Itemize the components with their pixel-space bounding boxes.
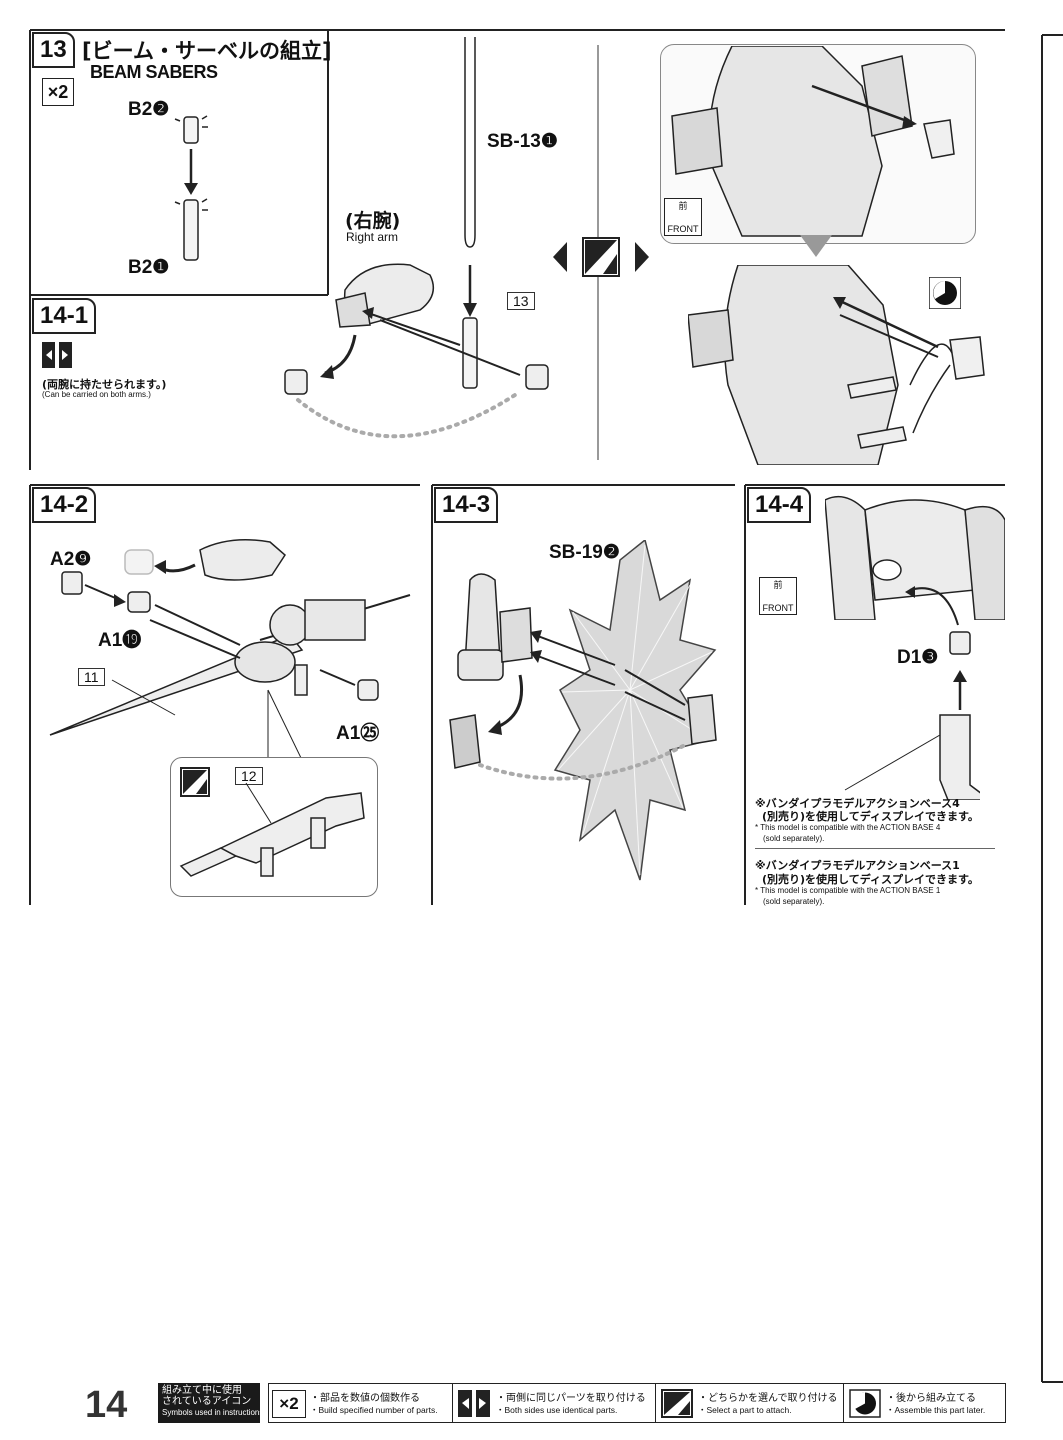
legend-box bbox=[268, 1383, 1006, 1423]
down-triangle-icon bbox=[800, 235, 832, 257]
action-base4-note-en1: * This model is compatible with the ACTI… bbox=[755, 823, 941, 832]
legend-item-3-en: ・Select a part to attach. bbox=[698, 1405, 792, 1415]
step-13-title-jp: [ビーム・サーベルの組立] bbox=[82, 39, 332, 63]
part-label-sb13: SB-13❶ bbox=[487, 131, 558, 152]
select-part-icon-small bbox=[180, 767, 210, 797]
shield-assembly-diagram bbox=[449, 540, 717, 881]
legend-divider-1 bbox=[452, 1383, 453, 1423]
multiplier-text: ×2 bbox=[47, 82, 69, 102]
part-label-b2-1: B2❶ bbox=[128, 257, 170, 278]
part-box-12: 12 bbox=[235, 767, 263, 785]
action-base1-note-jp2: (別売り)を使用してディスプレイできます。 bbox=[762, 873, 979, 886]
part-label-b2-2: B2❷ bbox=[128, 99, 170, 120]
front-icon-bottom-en: FRONT bbox=[762, 603, 794, 613]
front-icon-top-en: FRONT bbox=[667, 224, 699, 234]
legend-item-1: ・部品を数値の個数作る ・Build specified number of p… bbox=[310, 1389, 438, 1416]
legend-header-jp2: されているアイコン bbox=[162, 1396, 252, 1407]
part-box-11: 11 bbox=[78, 668, 105, 686]
legend-item-1-en: ・Build specified number of parts. bbox=[310, 1405, 438, 1415]
part-label-a1-19: A1⓳ bbox=[98, 630, 142, 651]
step-13-title-en: BEAM SABERS bbox=[90, 62, 218, 82]
legend-divider-2 bbox=[655, 1383, 656, 1423]
legend-header: 組み立て中に使用 されているアイコン Symbols used in instr… bbox=[158, 1383, 264, 1423]
legend-item-3-jp: ・どちらかを選んで取り付ける bbox=[698, 1393, 838, 1404]
part-box-13: 13 bbox=[507, 292, 535, 310]
step-14-3-number-text: 14-3 bbox=[442, 491, 491, 518]
step-14-2-number: 14-2 bbox=[32, 487, 97, 523]
rear-view-diagram bbox=[825, 495, 1005, 620]
action-base4-note-jp2: (別売り)を使用してディスプレイできます。 bbox=[762, 810, 979, 823]
page-number: 14 bbox=[85, 1384, 128, 1426]
legend-item-2-jp: ・両側に同じパーツを取り付ける bbox=[496, 1393, 646, 1404]
multiplier-icon: ×2 bbox=[42, 78, 74, 106]
step-14-3-number: 14-3 bbox=[434, 487, 499, 523]
torso-diagram-bottom bbox=[688, 265, 985, 465]
action-base-leader bbox=[844, 735, 941, 791]
step-14-4-number-text: 14-4 bbox=[755, 491, 804, 518]
legend-item-1-jp: ・部品を数値の個数作る bbox=[310, 1393, 420, 1404]
select-part-icon bbox=[553, 237, 649, 277]
rifle-diagram bbox=[179, 782, 365, 877]
front-icon-bottom-jp: 前 bbox=[773, 581, 783, 591]
part-label-a1-25: A1㉕ bbox=[336, 723, 380, 744]
legend-multiplier-text: ×2 bbox=[279, 1394, 299, 1413]
part-label-sb19: SB-19❷ bbox=[549, 542, 620, 563]
legend-divider-3 bbox=[843, 1383, 844, 1423]
step-13-number: 13 bbox=[32, 32, 75, 68]
legend-item-3: ・どちらかを選んで取り付ける ・Select a part to attach. bbox=[698, 1389, 838, 1416]
action-base1-note-en2: (sold separately). bbox=[763, 897, 825, 906]
weapon-assembly-diagram bbox=[49, 539, 411, 760]
step-14-4-number: 14-4 bbox=[747, 487, 812, 523]
action-base1-note-en1: * This model is compatible with the ACTI… bbox=[755, 886, 941, 895]
part-label-d1-3: D1❸ bbox=[897, 647, 939, 668]
beam-saber-hilt-diagram bbox=[174, 115, 208, 261]
legend-item-4-jp: ・後から組み立てる bbox=[886, 1393, 976, 1404]
step-14-1-note-en: (Can be carried on both arms.) bbox=[42, 390, 151, 399]
right-arm-label-jp: (右腕) bbox=[345, 210, 401, 232]
front-icon-top-jp: 前 bbox=[678, 202, 688, 212]
step-14-1-number-text: 14-1 bbox=[40, 302, 89, 329]
torso-diagram-top bbox=[671, 46, 955, 237]
note-divider bbox=[755, 848, 995, 849]
front-icon-top: 前 FRONT bbox=[664, 198, 702, 236]
step-14-2-number-text: 14-2 bbox=[40, 491, 89, 518]
legend-item-2-en: ・Both sides use identical parts. bbox=[496, 1405, 618, 1415]
action-base1-note-jp1: ※バンダイプラモデルアクションベース1 bbox=[755, 859, 960, 872]
step-13-number-text: 13 bbox=[40, 36, 67, 63]
legend-item-2: ・両側に同じパーツを取り付ける ・Both sides use identica… bbox=[496, 1389, 646, 1416]
d1-arrow-diagram bbox=[905, 586, 980, 800]
legend-item-4-en: ・Assemble this part later. bbox=[886, 1405, 986, 1415]
part-label-a2-9: A2❾ bbox=[50, 549, 92, 570]
legend-header-jp1: 組み立て中に使用 bbox=[162, 1385, 242, 1396]
legend-assemble-later-icon bbox=[849, 1389, 881, 1418]
right-arm-label-en: Right arm bbox=[346, 230, 399, 244]
step-14-1-note-jp: (両腕に持たせられます。) bbox=[42, 378, 167, 391]
assemble-later-icon bbox=[929, 277, 961, 309]
action-base4-note-en2: (sold separately). bbox=[763, 834, 825, 843]
legend-header-en: Symbols used in instructions bbox=[162, 1408, 264, 1417]
saber-assembly-diagram bbox=[284, 37, 549, 439]
legend-multiplier-icon: ×2 bbox=[272, 1390, 306, 1418]
both-sides-icon bbox=[42, 342, 72, 368]
front-icon-bottom: 前 FRONT bbox=[759, 577, 797, 615]
action-base4-note-jp1: ※バンダイプラモデルアクションベース4 bbox=[755, 797, 960, 810]
legend-item-4: ・後から組み立てる ・Assemble this part later. bbox=[886, 1389, 985, 1416]
legend-both-sides-icon bbox=[458, 1390, 490, 1417]
legend-select-part-icon bbox=[661, 1389, 693, 1418]
step-14-1-number: 14-1 bbox=[32, 298, 97, 334]
